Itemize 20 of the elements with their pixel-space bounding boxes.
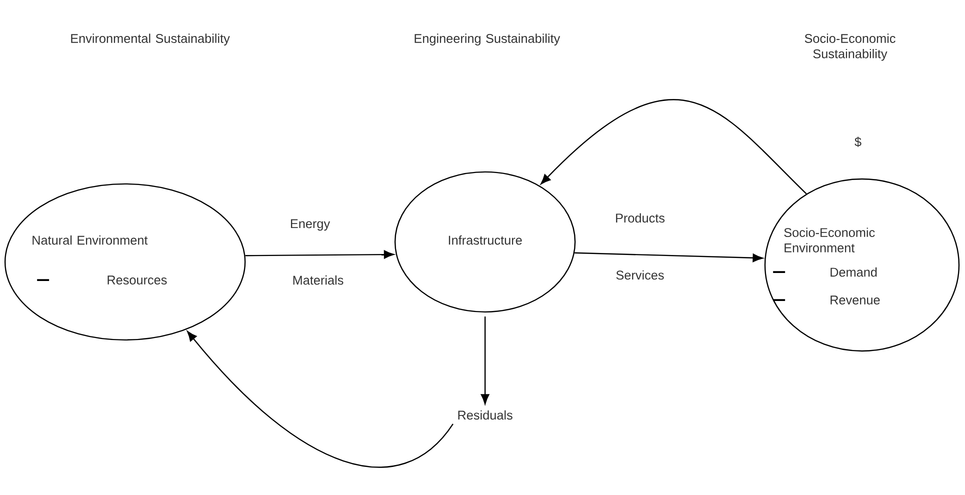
label: Socio-Economic Sustainability — [804, 34, 896, 61]
arrow — [540, 99, 807, 194]
arrow — [574, 252, 763, 262]
label: Environmental Sustainability — [71, 34, 230, 46]
node-text: Socio-Economic Environment — [784, 228, 875, 252]
label: Services — [616, 270, 664, 280]
node-text: Residuals — [458, 410, 512, 420]
node-text: Revenue — [830, 296, 880, 304]
arrow — [187, 330, 454, 468]
label: Materials — [293, 275, 344, 285]
node-text: Demand — [830, 267, 877, 277]
node-text: Resources — [108, 276, 167, 284]
label: Engineering Sustainability — [414, 34, 560, 46]
arrow — [245, 250, 394, 259]
arrow — [480, 316, 490, 404]
edge-label: Energy — [288, 218, 332, 232]
edge-label: Products — [614, 212, 666, 224]
label: $ — [854, 136, 862, 148]
node-text: Infrastructure — [448, 235, 522, 245]
node-text: Natural Environment — [32, 235, 148, 245]
